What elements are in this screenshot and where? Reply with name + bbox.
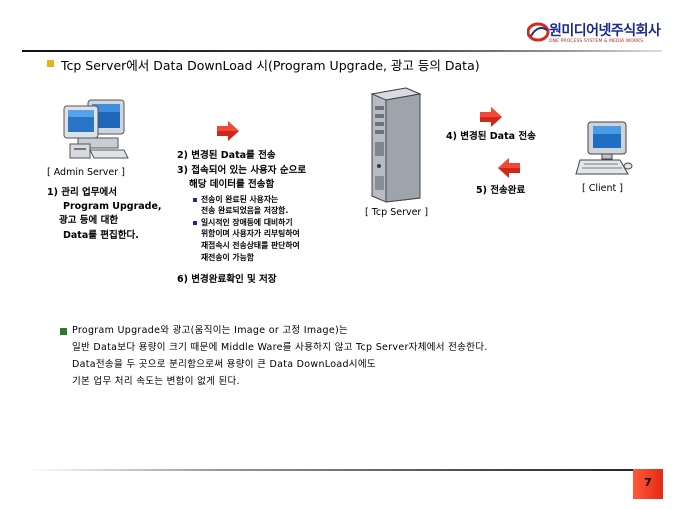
step-3-text-line-2: 해당 데이터를 전송함	[189, 179, 275, 190]
admin-desc-line-3: 광고 등에 대한	[59, 215, 119, 226]
tcp-server-tower-icon	[370, 87, 422, 203]
page-number: 7	[644, 476, 652, 489]
step-2-text: 2) 변경된 Data를 전송	[177, 150, 276, 161]
client-label: [ Client ]	[582, 183, 623, 194]
page-number-box	[633, 469, 663, 499]
header-divider	[22, 50, 662, 52]
sub-bullet-2-line-3: 재접속시 전송상태를 판단하여	[201, 241, 300, 250]
sub-bullet-2-line-1: 일시적인 장애등에 대비하기	[201, 218, 293, 227]
step-5-text: 5) 전송완료	[476, 185, 526, 196]
note-bullet-icon	[60, 328, 67, 335]
footer-divider	[27, 469, 661, 471]
sub-bullet-1-line-1: 전송이 완료된 사용자는	[201, 195, 279, 204]
arrow-right-icon	[217, 121, 239, 141]
client-computer-icon	[575, 121, 633, 175]
company-logo: 원미디어넷주식회사 ONE PROCESS SYSTEM & MEDIA WOR…	[527, 20, 667, 48]
arrow-left-icon	[498, 158, 520, 178]
admin-server-label: [ Admin Server ]	[47, 167, 125, 178]
sub-bullet-icon	[193, 198, 197, 202]
admin-desc-line-4: Data를 편집한다.	[63, 230, 139, 241]
slide-title: Tcp Server에서 Data DownLoad 시(Program Upg…	[61, 58, 480, 73]
note-line-4: 기본 업무 처리 속도는 변함이 없게 된다.	[72, 376, 240, 387]
step-3-text-line-1: 3) 접속되어 있는 사용자 순으로	[177, 165, 307, 176]
sub-bullet-icon	[193, 221, 197, 225]
arrow-right-icon	[480, 107, 502, 127]
note-line-3: Data전송을 두 곳으로 분리함으로써 용량이 큰 Data DownLoad…	[72, 359, 376, 370]
note-line-1: Program Upgrade와 광고(움직이는 Image or 고정 Ima…	[72, 325, 349, 336]
tcp-server-label: [ Tcp Server ]	[365, 207, 429, 218]
step-4-text: 4) 변경된 Data 전송	[446, 131, 536, 142]
step-6-text: 6) 변경완료확인 및 저장	[177, 274, 277, 285]
logo-swirl-icon	[527, 22, 550, 42]
admin-desc-line-2: Program Upgrade,	[63, 201, 162, 212]
company-name: 원미디어넷주식회사	[549, 23, 661, 39]
note-line-2: 일반 Data보다 용량이 크기 때문에 Middle Ware를 사용하지 않…	[72, 342, 488, 353]
sub-bullet-1-line-2: 전송 완료되었음을 저장함.	[201, 206, 289, 215]
company-subtitle: ONE PROCESS SYSTEM & MEDIA WORKS	[549, 39, 644, 44]
title-bullet-icon	[47, 60, 54, 67]
sub-bullet-2-line-4: 재전송이 가능함	[201, 253, 254, 262]
admin-server-computer-icon	[63, 99, 129, 159]
sub-bullet-2-line-2: 위함이며 사용자가 리부팅하여	[201, 229, 300, 238]
admin-desc-line-1: 1) 관리 업무에서	[47, 187, 118, 198]
